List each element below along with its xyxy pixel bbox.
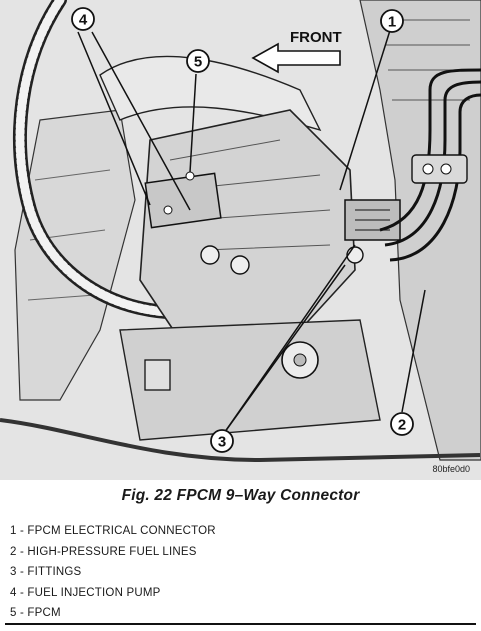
fitting-2 (230, 255, 250, 275)
leader-2 (401, 289, 426, 413)
left-housing (14, 109, 136, 401)
svg-text:5: 5 (194, 54, 202, 71)
fuel-line-1 (379, 68, 481, 232)
svg-text:2: 2 (398, 417, 406, 434)
legend-item: 1 - FPCM ELECTRICAL CONNECTOR (10, 525, 216, 537)
fitting-3 (346, 246, 364, 264)
callout-3: 3 (210, 429, 234, 453)
intake-tube (99, 55, 322, 132)
legend-list: 1 - FPCM ELECTRICAL CONNECTOR 2 - HIGH-P… (10, 521, 216, 624)
fuel-line-2 (384, 80, 481, 247)
legend-item: 2 - HIGH-PRESSURE FUEL LINES (10, 545, 197, 558)
leader-1 (339, 23, 393, 191)
bottom-divider (5, 623, 476, 625)
legend-item: 4 - FUEL INJECTION PUMP (10, 586, 161, 599)
callout-4: 4 (71, 7, 95, 31)
clamp-bolt-2 (440, 163, 452, 175)
engine-diagram: FRONT 1 2 3 4 5 80bfe0d0 (0, 0, 481, 480)
front-arrow (251, 42, 341, 74)
leader-4a (77, 31, 151, 206)
callout-1: 1 (380, 9, 404, 33)
fpcm-bolt-2 (185, 171, 195, 181)
svg-text:4: 4 (79, 12, 88, 29)
leader-4b (91, 31, 191, 211)
callout-5: 5 (186, 49, 210, 73)
engine-block-ribs (380, 19, 470, 101)
fuel-line-clamp (411, 154, 468, 184)
fpcm-module (144, 172, 222, 229)
lower-hoses (0, 418, 481, 463)
front-label: FRONT (290, 29, 342, 46)
image-code: 80bfe0d0 (432, 464, 470, 474)
leader-5 (189, 73, 197, 173)
svg-text:1: 1 (388, 14, 396, 31)
leader-3b (221, 244, 356, 437)
pump-detail-lines (169, 139, 331, 251)
fuel-injection-pump (139, 109, 356, 341)
lower-bracket (144, 359, 171, 391)
engine-block-right (359, 0, 481, 461)
legend-item: 5 - FPCM (10, 607, 61, 619)
fitting-1 (200, 245, 220, 265)
clamp-bolt-1 (422, 163, 434, 175)
svg-text:3: 3 (218, 434, 226, 451)
legend-item: 3 - FITTINGS (10, 566, 82, 578)
pump-pulley-hub (293, 353, 307, 367)
figure-title: Fig. 22 FPCM 9–Way Connector (121, 487, 360, 504)
callout-2: 2 (390, 412, 414, 436)
fpcm-bolt-1 (163, 205, 173, 215)
